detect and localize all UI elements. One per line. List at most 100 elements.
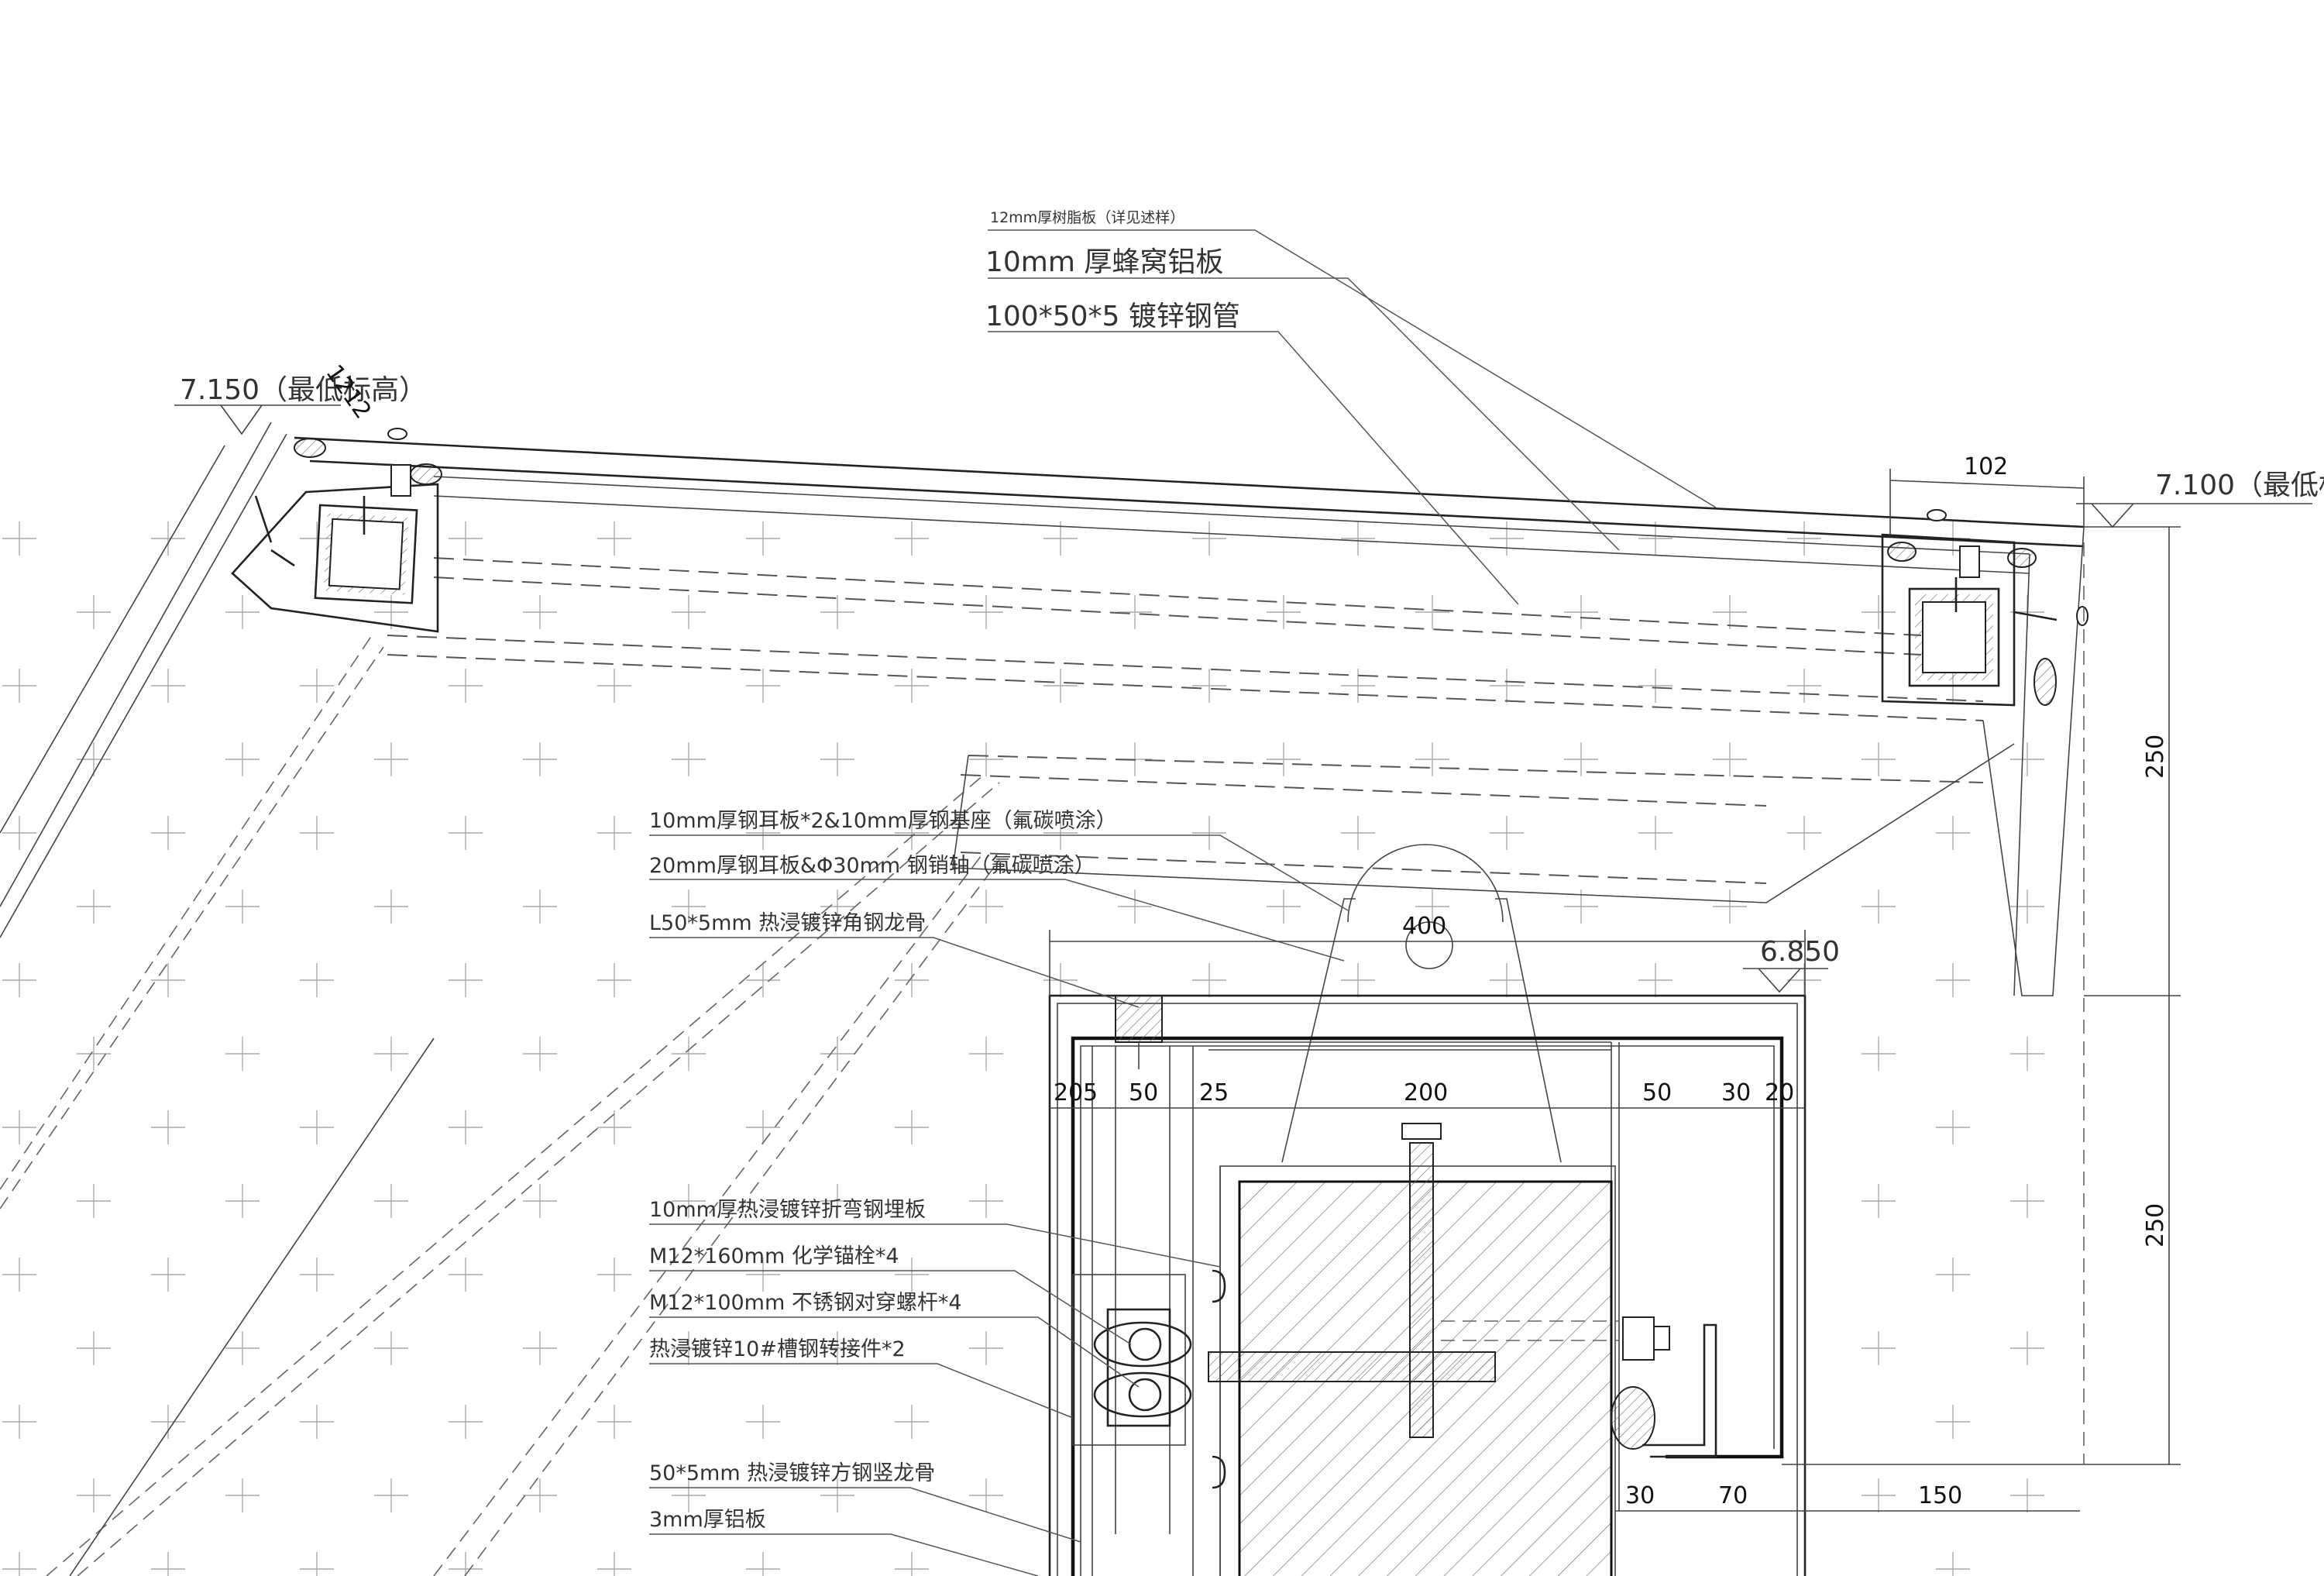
grid-cross [449,963,483,997]
grid-cross [1192,816,1226,850]
grid-cross [895,1405,929,1439]
grid-cross [672,1331,706,1365]
label-ear-plate: 10mm厚钢耳板*2&10mm厚钢基座（氟碳喷涂） [649,809,1117,833]
grid-cross [746,1552,780,1576]
grid-cross [77,890,111,924]
grid-cross [1118,595,1152,629]
grid-cross [1862,742,1896,776]
grid-cross [672,595,706,629]
grid-cross [2010,1331,2044,1365]
roof-panels [294,436,2085,996]
grid-cross [374,1331,408,1365]
grid-cross [523,742,557,776]
grid-cross [77,1184,111,1218]
grid-cross [1267,742,1301,776]
grid-cross [300,1405,334,1439]
grid-cross [225,1037,260,1071]
grid-cross [300,1552,334,1576]
grid-cross [820,1184,854,1218]
grid-cross [374,1184,408,1218]
grid-cross [820,1331,854,1365]
grid-cross [449,1110,483,1144]
grid-cross [151,1552,185,1576]
grid-cross [523,890,557,924]
dim-250-lower: 250 [2142,1203,2169,1247]
grid-cross [2,1405,36,1439]
grid-cross [1341,963,1375,997]
grid-cross [523,1037,557,1071]
dim-25: 25 [1199,1079,1229,1106]
label-steel-tube: 100*50*5 镀锌钢管 [985,301,1240,332]
grid-cross [969,1331,1003,1365]
grid-cross [300,963,334,997]
grid-cross [300,1110,334,1144]
grid-cross [1787,521,1821,556]
grid-cross [151,1405,185,1439]
grid-cross [1192,669,1226,703]
grid-cross [374,1478,408,1512]
grid-cross [895,963,929,997]
grid-cross [1043,669,1078,703]
grid-cross [1862,1037,1896,1071]
label-through-bolt: M12*100mm 不锈钢对穿螺杆*4 [649,1291,962,1315]
grid-cross [1936,816,1970,850]
grid-cross [597,521,631,556]
grid-cross [2,521,36,556]
grid-cross [523,1331,557,1365]
dim-30-bottom: 30 [1625,1482,1655,1509]
grid-cross [151,963,185,997]
ear-plate-assembly [1281,844,1562,1163]
grid-cross [895,1110,929,1144]
grid-cross [449,1552,483,1576]
grid-cross [895,669,929,703]
grid-cross [746,963,780,997]
grid-cross [151,521,185,556]
grid-cross [746,816,780,850]
grid-cross [225,1478,260,1512]
grid-cross [374,890,408,924]
label-chem-anchor: M12*160mm 化学锚栓*4 [649,1244,899,1268]
label-honeycomb-panel: 10mm 厚蜂窝铝板 [985,246,1223,278]
grid-cross [1862,1478,1896,1512]
sloped-facade-lines [0,422,1000,1576]
label-resin-panel: 12mm厚树脂板（详见述样） [990,209,1184,226]
grid-cross [225,890,260,924]
dim-200: 200 [1404,1079,1448,1106]
dim-5: 5 [1083,1079,1098,1106]
grid-cross [374,595,408,629]
grid-cross [523,1478,557,1512]
grid-cross [1638,963,1673,997]
grid-cross [820,1478,854,1512]
grid-cross [2,1258,36,1292]
grid-cross [1862,1184,1896,1218]
grid-cross [449,1258,483,1292]
grid-cross [1341,521,1375,556]
grid-cross [895,816,929,850]
grid-cross [1341,816,1375,850]
leader-lines [649,229,1717,1576]
elevation-left: 7.150（最低标高） [180,374,427,406]
grid-cross [895,1258,929,1292]
elevation-mid: 6.850 [1760,936,1840,968]
grid-cross [1713,890,1747,924]
grid-cross [1564,595,1598,629]
grid-cross [151,1110,185,1144]
dim-70: 70 [1718,1482,1748,1509]
grid-cross [2010,890,2044,924]
grid-cross [1192,963,1226,997]
grid-cross [523,1184,557,1218]
grid-cross [1862,1331,1896,1365]
grid-cross [597,1258,631,1292]
grid-cross [1490,816,1524,850]
grid-cross [672,890,706,924]
grid-cross [597,669,631,703]
grid-cross [77,1331,111,1365]
label-embed-plate: 10mm厚热浸镀锌折弯钢埋板 [649,1198,926,1222]
grid-cross [1936,1258,1970,1292]
grid-cross [151,1258,185,1292]
grid-cross [1415,595,1449,629]
dim-250-upper: 250 [2142,735,2169,779]
dim-400: 400 [1402,913,1446,940]
grid-cross [2010,1478,2044,1512]
